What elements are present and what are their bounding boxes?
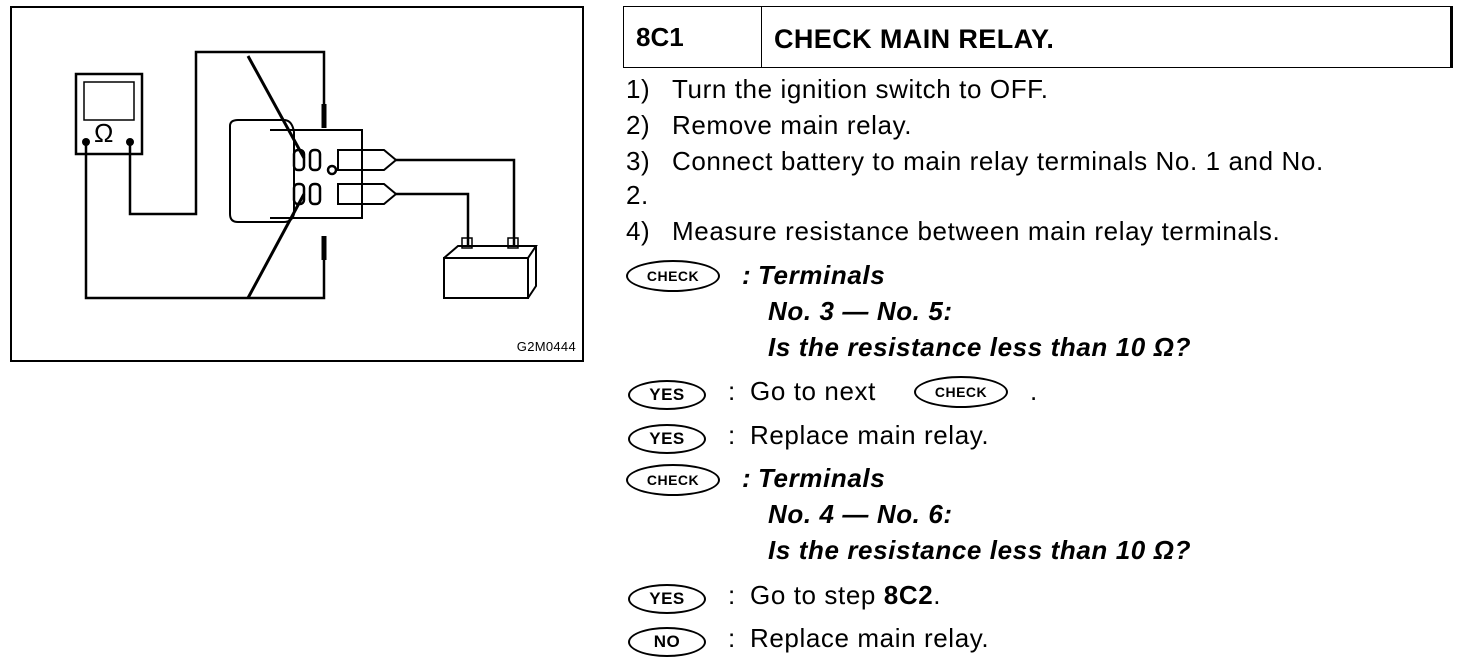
- check-colon: :: [742, 260, 751, 290]
- relay-body: [229, 119, 295, 223]
- no-badge: NO: [628, 627, 706, 657]
- ohmmeter-display: [83, 81, 135, 121]
- battery: [443, 257, 529, 299]
- meter-lead-left: [84, 144, 326, 300]
- step-text: Connect battery to main relay terminals …: [672, 146, 1324, 176]
- answer-colon: :: [728, 376, 736, 406]
- answer-colon: :: [728, 420, 736, 450]
- check-criterion-title: Terminals: [758, 463, 886, 493]
- step-number: 3): [626, 146, 651, 176]
- relay-test-diagram: Ω G2M0444: [10, 6, 584, 362]
- probe-upper: [246, 55, 306, 159]
- check-criterion-terminals: No. 4 — No. 6:: [768, 499, 953, 529]
- check-colon: :: [742, 463, 751, 493]
- check-criterion-title: Terminals: [758, 260, 886, 290]
- probe-lower: [246, 193, 306, 299]
- meter-lead-right: [128, 50, 326, 216]
- ohmmeter-body: [74, 72, 144, 156]
- wiring-illustration: Ω: [74, 50, 538, 300]
- step-header: 8C1 CHECK MAIN RELAY.: [623, 6, 1453, 68]
- check-badge: CHECK: [626, 464, 720, 496]
- check-badge: CHECK: [626, 260, 720, 292]
- battery-lead-negative: [396, 192, 470, 246]
- step-number: 4): [626, 216, 651, 246]
- step-title: CHECK MAIN RELAY.: [774, 24, 1055, 54]
- ohm-symbol: Ω: [94, 118, 113, 148]
- procedure-step: 1) Turn the ignition switch to OFF.: [626, 74, 1049, 105]
- step-number: 2): [626, 110, 651, 140]
- step-text: 2.: [626, 180, 649, 210]
- check-criterion-question: Is the resistance less than 10 Ω?: [768, 332, 1192, 362]
- check-badge-inline: CHECK: [914, 376, 1008, 408]
- procedure-step: 2) Remove main relay.: [626, 110, 912, 141]
- step-text: Measure resistance between main relay te…: [672, 216, 1281, 246]
- answer-period: .: [933, 580, 942, 610]
- figure-id: G2M0444: [516, 339, 576, 354]
- answer-text: Replace main relay.: [750, 420, 990, 450]
- step-text: Turn the ignition switch to OFF.: [672, 74, 1049, 104]
- clip-lower: [337, 183, 398, 205]
- answer-colon: :: [728, 623, 736, 653]
- answer-text-lead: Go to step: [750, 580, 876, 610]
- check-criterion-terminals: No. 3 — No. 5:: [768, 296, 953, 326]
- procedure-step: 4) Measure resistance between main relay …: [626, 216, 1280, 247]
- answer-period: .: [1030, 376, 1038, 406]
- procedure-step: 3) Connect battery to main relay terminal…: [626, 146, 1324, 177]
- answer-text: Go to next: [750, 376, 876, 406]
- answer-colon: :: [728, 580, 736, 610]
- procedure-step-continued: 2.: [626, 180, 649, 211]
- check-criterion-question: Is the resistance less than 10 Ω?: [768, 535, 1192, 565]
- clip-upper: [337, 149, 398, 171]
- step-number: 1): [626, 74, 651, 104]
- answer-text: Go to step 8C2.: [750, 580, 941, 611]
- battery-lead-positive: [396, 158, 516, 246]
- yes-badge: YES: [628, 380, 706, 410]
- step-text: Remove main relay.: [672, 110, 913, 140]
- yes-badge: YES: [628, 584, 706, 614]
- answer-text: Replace main relay.: [750, 623, 990, 653]
- step-code: 8C1: [624, 7, 762, 67]
- step-reference: 8C2: [883, 580, 934, 610]
- yes-badge: YES: [628, 424, 706, 454]
